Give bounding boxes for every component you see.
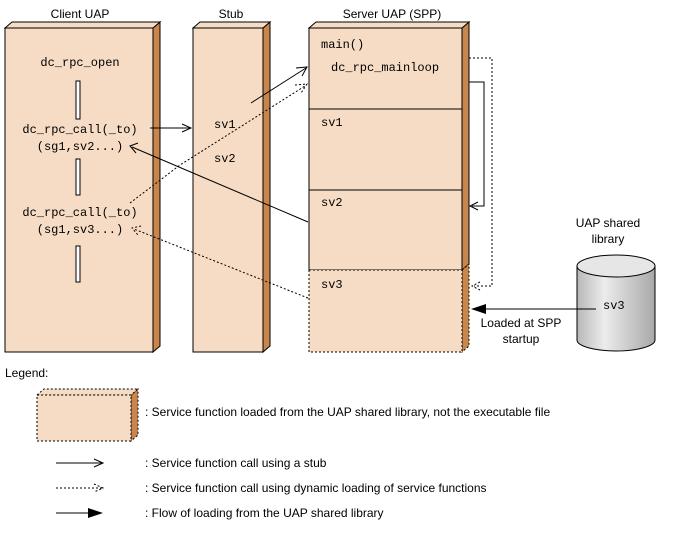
server-uap-box [307, 20, 471, 354]
legend-filled-text: : Flow of loading from the UAP shared li… [145, 506, 384, 520]
client-rpc-call-2: dc_rpc_call(_to) [22, 206, 137, 220]
client-rpc-call-1: dc_rpc_call(_to) [22, 123, 137, 137]
arrow-call1-to-stub [150, 123, 193, 133]
server-sv3: sv3 [321, 278, 343, 292]
header-server-uap: Server UAP (SPP) [343, 7, 441, 21]
server-main: main() [321, 38, 364, 52]
header-stub: Stub [219, 7, 244, 21]
arrow-dynamic-call-to-server [129, 83, 308, 204]
header-client-uap: Client UAP [51, 7, 110, 21]
client-uap-box [3, 20, 162, 354]
library-sv3: sv3 [603, 299, 625, 313]
stub-sv1: sv1 [214, 118, 236, 132]
stub-sv2: sv2 [214, 152, 236, 166]
client-execution-bar-1 [75, 80, 81, 120]
server-mainloop: dc_rpc_mainloop [331, 61, 439, 75]
library-title-line2: library [592, 232, 625, 246]
legend-filled-arrow [56, 508, 103, 518]
library-title-line1: UAP shared [576, 216, 640, 230]
load-note-line1: Loaded at SPP [481, 316, 562, 330]
legend-box-text: : Service function loaded from the UAP s… [145, 405, 550, 419]
client-dc-rpc-open: dc_rpc_open [40, 56, 119, 70]
client-rpc-call-1-args: (sg1,sv2...) [37, 140, 123, 154]
server-sv1: sv1 [321, 116, 343, 130]
arrow-load-from-library [471, 304, 596, 314]
legend-dotted-text: : Service function call using dynamic lo… [145, 481, 487, 495]
load-note-line2: startup [503, 332, 540, 346]
stub-box [191, 20, 272, 354]
arrow-return-to-call1 [129, 142, 309, 223]
server-sv2: sv2 [321, 196, 343, 210]
dispatch-solid-bracket [468, 81, 485, 211]
dispatch-dotted-bracket [469, 57, 493, 291]
arrow-stub-to-server [250, 66, 308, 104]
legend-solid-arrow [56, 458, 105, 468]
client-execution-bar-3 [75, 245, 81, 283]
legend-box-swatch [35, 387, 140, 443]
client-execution-bar-2 [75, 158, 81, 196]
arrow-dynamic-return-to-call2 [131, 225, 309, 299]
legend-heading: Legend: [5, 366, 48, 380]
legend-dotted-arrow [56, 483, 105, 493]
shared-library-cylinder-icon [576, 254, 656, 352]
client-rpc-call-2-args: (sg1,sv3...) [37, 223, 123, 237]
legend-solid-text: : Service function call using a stub [145, 456, 327, 470]
